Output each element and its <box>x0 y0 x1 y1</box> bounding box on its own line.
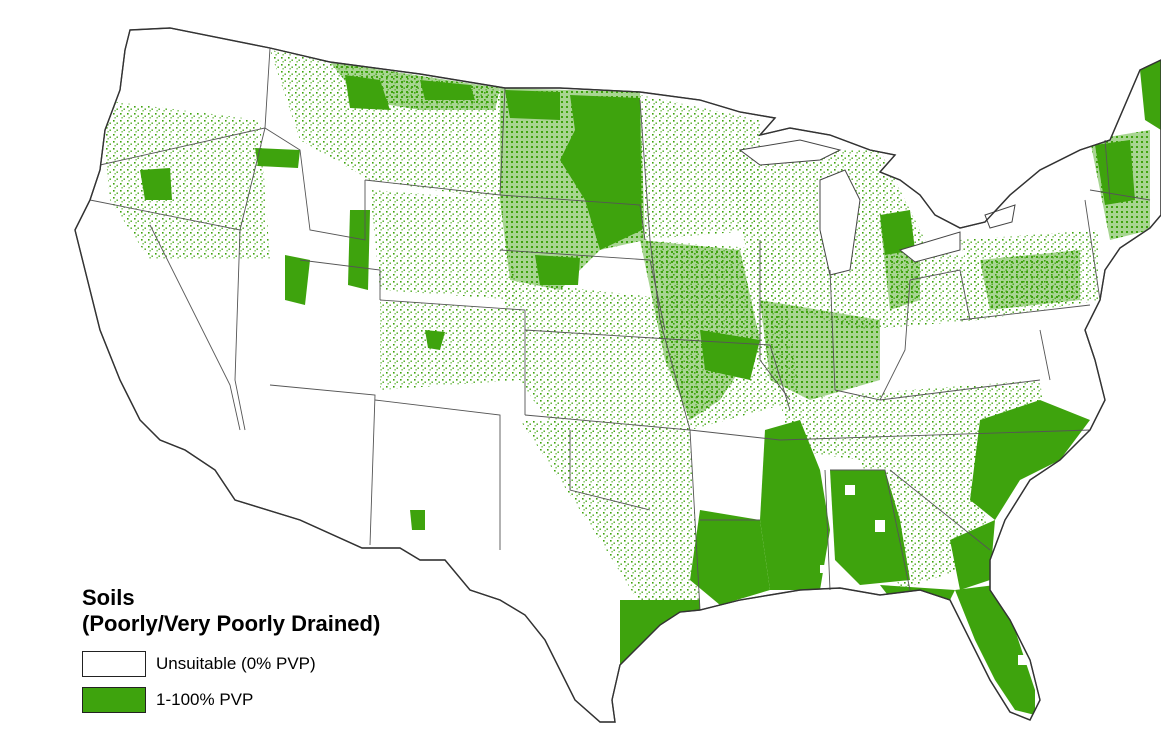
us-border <box>74 27 1161 723</box>
legend-label-suitable: 1-100% PVP <box>156 690 254 709</box>
legend-item-unsuitable: Unsuitable (0% PVP) <box>82 651 442 677</box>
legend-label-unsuitable: Unsuitable (0% PVP) <box>156 654 316 673</box>
legend-item-suitable: 1-100% PVP <box>82 687 442 713</box>
legend-swatch-suitable <box>82 687 146 713</box>
map-legend: Soils (Poorly/Very Poorly Drained) Unsui… <box>82 585 442 713</box>
legend-title-line-1: Soils <box>82 585 135 610</box>
legend-swatch-unsuitable <box>82 651 146 677</box>
legend-title-line-2: (Poorly/Very Poorly Drained) <box>82 611 381 636</box>
solid-suitable-areas <box>140 60 1161 715</box>
state-boundaries <box>89 47 1151 611</box>
great-lakes <box>738 139 1016 276</box>
unsuitable-islands <box>820 485 1030 665</box>
